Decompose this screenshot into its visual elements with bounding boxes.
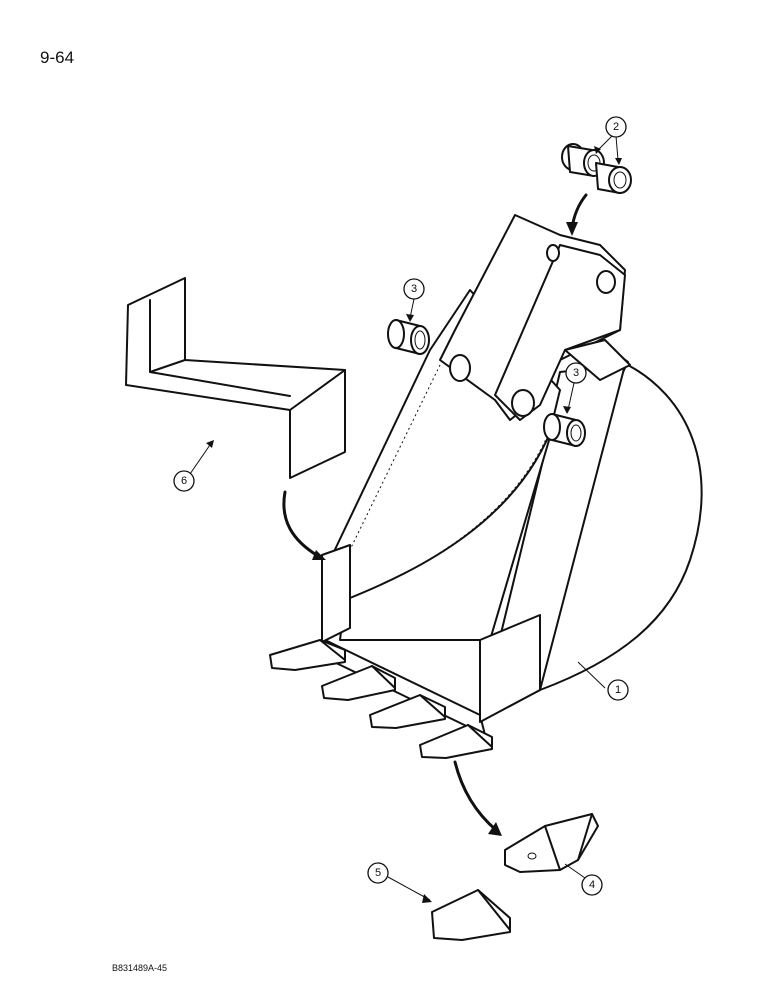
callout-3-right: 3	[563, 362, 587, 414]
part-5-tooth	[431, 889, 511, 941]
svg-text:4: 4	[589, 879, 595, 891]
part-2-bushings	[561, 143, 632, 194]
callout-1: 1	[577, 661, 629, 701]
svg-text:3: 3	[411, 283, 417, 295]
svg-text:5: 5	[375, 867, 381, 879]
callout-4: 4	[564, 863, 603, 896]
svg-text:3: 3	[573, 367, 579, 379]
hinge-ears	[439, 214, 631, 421]
part-3-bushing-left	[387, 319, 430, 355]
part-4-adapter	[504, 813, 599, 873]
part-3-bushing-right	[543, 413, 586, 447]
svg-text:1: 1	[615, 684, 621, 696]
callout-5: 5	[367, 862, 432, 903]
callout-2: 2	[594, 116, 627, 165]
callout-6: 6	[173, 440, 214, 492]
motion-arrows	[282, 193, 588, 836]
part-6-guard	[125, 277, 346, 479]
figure-code: B831489A-45	[112, 963, 168, 973]
page-number: 9-64	[40, 48, 75, 67]
installed-teeth	[269, 639, 493, 759]
callout-3-left: 3	[403, 278, 425, 322]
svg-text:2: 2	[613, 121, 619, 133]
svg-text:6: 6	[181, 475, 187, 487]
